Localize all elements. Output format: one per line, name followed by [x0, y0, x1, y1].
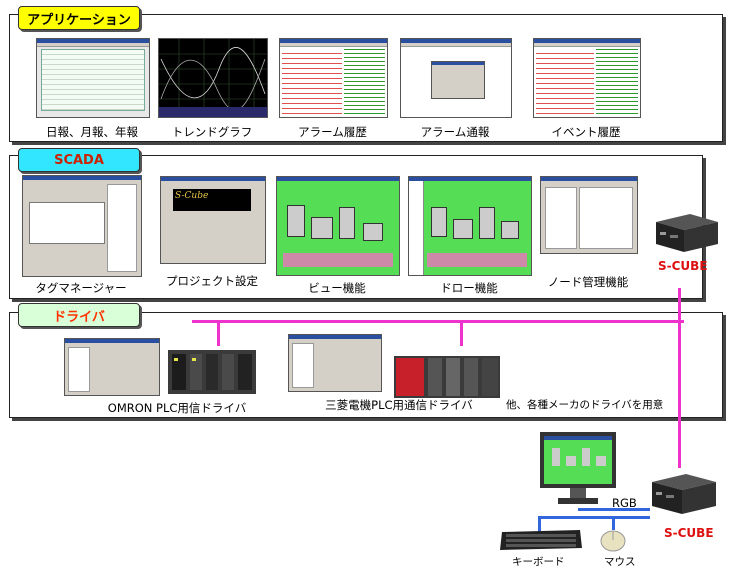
scada-tag: SCADA: [18, 148, 140, 172]
alarm-history-screenshot: [279, 38, 388, 118]
s-cube-device-top: [656, 214, 718, 252]
omron-driver-screenshot: [64, 338, 160, 396]
mitsubishi-plc-image: [394, 356, 500, 398]
caption-event-history: イベント履歴: [551, 125, 621, 139]
caption-node-management: ノード管理機能: [547, 275, 629, 289]
event-history-screenshot: [533, 38, 641, 118]
application-tag: アプリケーション: [18, 6, 140, 30]
keyboard-label: キーボード: [512, 556, 565, 568]
splash-logo: S-Cube: [175, 191, 209, 201]
rgb-line: [578, 508, 650, 511]
omron-plc-image: [168, 350, 256, 394]
network-line: [192, 320, 684, 323]
io-line-horizontal: [538, 516, 650, 519]
s-cube-label-top: S-CUBE: [658, 259, 708, 273]
daily-report-screenshot: [36, 38, 150, 118]
s-cube-label-bottom: S-CUBE: [664, 526, 714, 540]
alarm-notification-screenshot: [400, 38, 512, 118]
io-line-mouse: [612, 516, 615, 530]
network-drop-omron: [217, 320, 220, 346]
caption-view-function: ビュー機能: [308, 281, 366, 295]
caption-trend-graph: トレンドグラフ: [171, 125, 253, 139]
rgb-label: RGB: [612, 496, 637, 510]
monitor-image: [540, 432, 616, 504]
mouse-label: マウス: [604, 556, 636, 568]
driver-tag: ドライバ: [18, 303, 140, 327]
view-function-screenshot: [276, 176, 400, 276]
caption-alarm-notification: アラーム通報: [420, 125, 490, 139]
io-line-keyboard: [538, 516, 541, 532]
draw-function-screenshot: [408, 176, 532, 276]
caption-tag-manager: タグマネージャー: [35, 281, 127, 295]
mouse-image: [600, 530, 626, 552]
caption-daily-report: 日報、月報、年報: [46, 125, 138, 139]
mitsubishi-driver-screenshot: [288, 334, 382, 392]
s-cube-device-bottom: [652, 474, 716, 514]
network-trunk: [678, 288, 681, 468]
caption-alarm-history: アラーム履歴: [298, 125, 367, 139]
trend-graph-screenshot: [158, 38, 268, 118]
keyboard-image: [500, 530, 582, 550]
caption-omron-driver: OMRON PLC用信ドライバ: [107, 401, 247, 415]
caption-mitsubishi-driver: 三菱電機PLC用通信ドライバ: [325, 398, 473, 412]
network-drop-mitsubishi: [460, 320, 463, 346]
driver-note: 他、各種メーカのドライバを用意: [506, 399, 664, 411]
caption-project-settings: プロジェクト設定: [166, 274, 258, 288]
project-settings-screenshot: S-Cube: [160, 176, 266, 264]
caption-draw-function: ドロー機能: [440, 281, 498, 295]
tag-manager-screenshot: [22, 175, 142, 277]
node-management-screenshot: [540, 176, 638, 254]
